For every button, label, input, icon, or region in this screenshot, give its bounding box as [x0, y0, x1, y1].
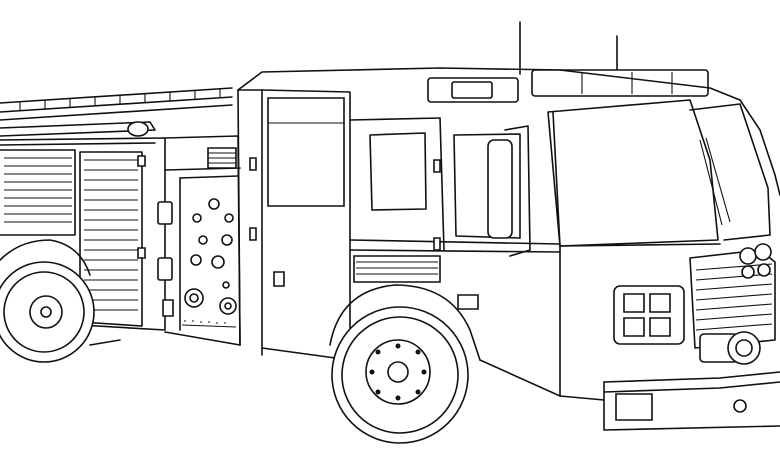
light-bar	[428, 22, 708, 102]
rear-wheel	[0, 240, 120, 362]
front-cab	[548, 70, 780, 430]
front-wheel	[330, 285, 560, 443]
roof-ladder	[0, 88, 232, 136]
cab	[238, 68, 560, 362]
pump-panel	[158, 136, 240, 345]
